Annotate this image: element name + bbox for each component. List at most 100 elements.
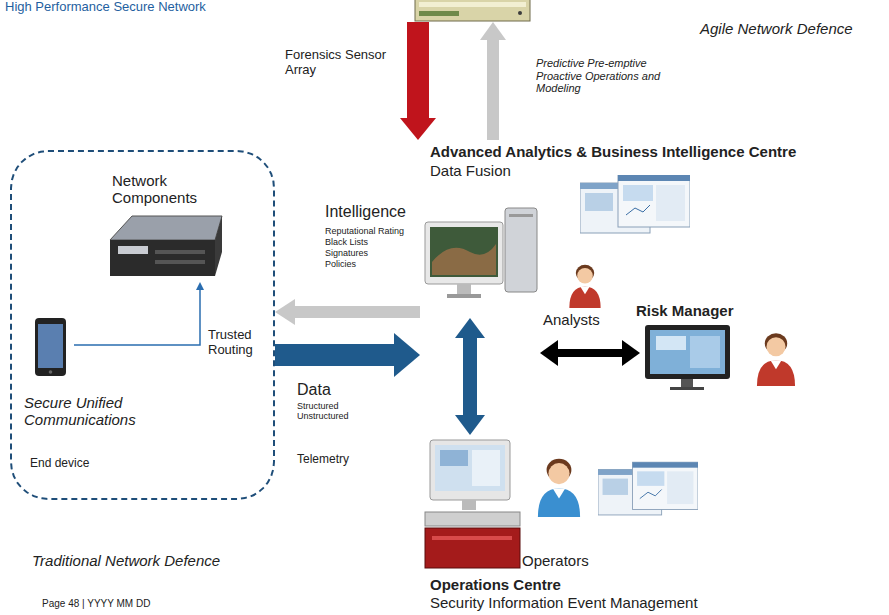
title-text: High Performance Secure Network xyxy=(5,0,206,15)
risk-manager-figure xyxy=(757,333,795,386)
server-appliance xyxy=(415,0,530,21)
connector-arrow xyxy=(275,299,420,325)
tablet-icon-part xyxy=(38,324,63,368)
note-label: Signatures xyxy=(325,248,368,258)
arrowhead xyxy=(480,22,506,40)
server-node: Agile Network Defence xyxy=(415,0,530,22)
connector-arrow xyxy=(275,333,420,377)
note-label: Black Lists xyxy=(325,237,368,247)
arrowhead xyxy=(400,118,436,140)
note-label: Structured xyxy=(297,401,339,411)
screenshots xyxy=(598,462,698,515)
connector-label: Trusted Routing xyxy=(208,328,278,358)
arrowhead xyxy=(455,318,485,338)
end-device: Secure Unified CommunicationsEnd device xyxy=(32,317,74,382)
router-icon-part xyxy=(155,250,205,254)
node-text: Security Information Event Management xyxy=(430,594,698,611)
analytics-centre: Advanced Analytics & Business Intelligen… xyxy=(420,140,540,318)
arrowhead xyxy=(394,333,420,377)
router-icon-part xyxy=(215,216,222,276)
node-text: Network Components xyxy=(112,172,217,207)
operations-console-part xyxy=(440,450,468,466)
analyst-workstation-part xyxy=(425,222,503,284)
risk-monitor-part xyxy=(645,325,730,379)
risk-monitor-part xyxy=(650,330,725,374)
connector-shaft xyxy=(487,40,499,140)
analyst-figure xyxy=(569,265,600,308)
server-appliance-part xyxy=(518,11,522,15)
risk-manager: Risk Manager xyxy=(640,300,810,392)
connector-shaft xyxy=(558,349,622,357)
arrowhead xyxy=(540,340,558,366)
node-text: End device xyxy=(30,457,89,471)
analyst-workstation-part xyxy=(457,284,471,294)
operations-console-part xyxy=(472,450,500,486)
operations-console-part xyxy=(432,536,512,540)
operations-console-part xyxy=(435,445,505,491)
analyst-workstation-part xyxy=(505,208,537,292)
node-text: Data Fusion xyxy=(430,162,511,179)
arrowhead xyxy=(622,340,640,366)
screenshots xyxy=(580,175,690,233)
analyst-workstation-part xyxy=(447,294,481,298)
network-region: Traditional Network DefenceNetwork Compo… xyxy=(10,150,275,500)
risk-monitor-part xyxy=(656,336,686,350)
router-icon xyxy=(110,216,222,276)
server-appliance-part xyxy=(415,0,530,21)
risk-monitor-part xyxy=(670,387,704,390)
tablet-icon-part xyxy=(49,370,53,374)
server-appliance-part xyxy=(419,2,526,7)
connector-arrow xyxy=(540,340,640,366)
node-text: Operations Centre xyxy=(430,576,561,593)
connector-shaft xyxy=(295,306,420,318)
connector-label: Data xyxy=(297,381,331,399)
node-text: Secure Unified Communications xyxy=(24,394,159,429)
router-icon-part xyxy=(110,216,222,240)
connector-shaft xyxy=(275,344,394,366)
connector-arrow xyxy=(480,22,506,140)
analyst-workstation-part xyxy=(509,214,533,217)
note-label: Reputational Rating xyxy=(325,226,404,236)
operations-console-part xyxy=(425,528,520,568)
operations-console-part xyxy=(430,440,510,500)
arrowhead xyxy=(275,299,295,325)
note-label: Telemetry xyxy=(297,453,349,467)
connector-label: Forensics Sensor Array xyxy=(285,48,397,78)
note-label: Policies xyxy=(325,259,356,269)
analyst-workstation xyxy=(425,208,537,298)
connector-arrow xyxy=(455,318,485,435)
server-appliance-part xyxy=(419,11,459,16)
operator-figure xyxy=(538,459,580,517)
node-text: Agile Network Defence xyxy=(700,20,853,37)
connector-label: Intelligence xyxy=(325,203,406,221)
risk-monitor-part xyxy=(690,336,720,368)
risk-monitor-part xyxy=(681,379,693,387)
node-text: Risk Manager xyxy=(636,302,734,319)
router-icon-part xyxy=(110,240,215,276)
connector-arrow xyxy=(400,22,436,140)
node-text: Analysts xyxy=(543,311,600,328)
connector-arrow xyxy=(74,282,204,345)
analyst-workstation-part xyxy=(432,244,496,275)
tablet-icon-part xyxy=(35,318,66,376)
node-text: Advanced Analytics & Business Intelligen… xyxy=(430,143,796,160)
router-icon-part xyxy=(118,246,148,254)
connector-shaft xyxy=(407,22,429,118)
tablet-icon xyxy=(35,318,66,376)
operations-console-part xyxy=(425,512,520,526)
router-icon-part xyxy=(155,260,205,264)
connector-shaft xyxy=(463,338,477,415)
note-label: Unstructured xyxy=(297,411,349,421)
operations-centre: Operations CentreSecurity Information Ev… xyxy=(425,435,705,610)
operations-console-part xyxy=(462,500,476,510)
connector-shaft xyxy=(74,290,200,345)
network-components: Network Components xyxy=(107,172,227,282)
arrowhead xyxy=(196,282,204,290)
note-label: Page 48 | YYYY MM DD xyxy=(42,598,150,610)
arrowhead xyxy=(455,415,485,435)
connector-label: Predictive Pre-emptive Proactive Operati… xyxy=(536,57,671,95)
analyst-workstation-part xyxy=(430,227,498,277)
